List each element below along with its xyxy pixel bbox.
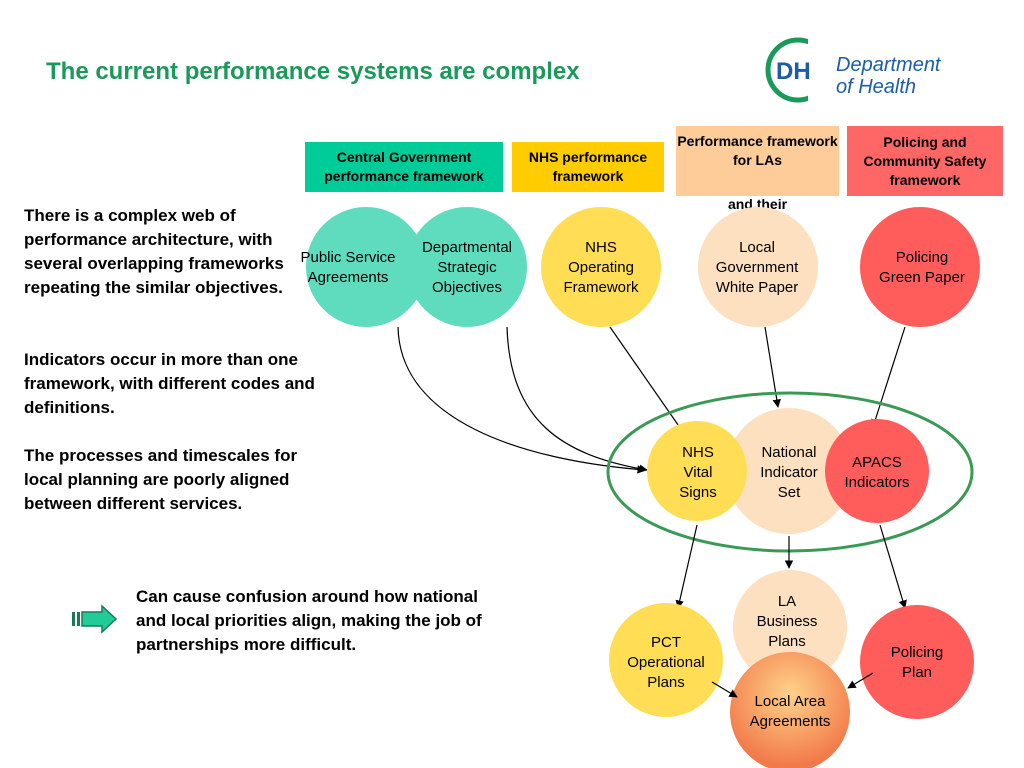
circle-pct-operational-plans (609, 603, 723, 717)
circle-label-line: White Paper (716, 279, 799, 296)
arrow-dso-to-vital-signs (506, 326, 648, 473)
page-title: The current performance systems are comp… (46, 58, 580, 85)
circle-departmental-strategic-objectives (407, 207, 527, 327)
arrow-pct-to-laa (711, 681, 738, 698)
circle-label-line: Plans (768, 633, 806, 650)
logo-wordmark: Department of Health (836, 54, 941, 98)
circle-label-line: Plans (647, 674, 685, 691)
circle-label-line: Operating (568, 259, 634, 276)
circle-label-line: Public Service (300, 249, 395, 266)
circle-label-line: Policing (891, 644, 944, 661)
circle-label-line: Vital (684, 464, 713, 481)
arrow-psa-to-vital-signs (397, 326, 646, 474)
paragraph-processes: The processes and timescales for local p… (24, 446, 298, 513)
paragraph-indicators: Indicators occur in more than one framew… (24, 350, 315, 417)
logo-mark: DH (776, 58, 811, 85)
circle-label-line: Framework (563, 279, 639, 296)
header-central-label: Central Government performance framework (324, 149, 484, 184)
header-policing: Policing and Community Safety framework (847, 126, 1003, 196)
circle-nhs-operating-framework (541, 207, 661, 327)
circle-label-line: Indicators (844, 474, 909, 491)
circle-label-line: Local (739, 239, 775, 256)
indicator-group-ellipse (606, 391, 974, 553)
circle-local-area-agreements (730, 652, 850, 768)
confusion-note: Can cause confusion around how national … (136, 587, 482, 654)
header-local-authorities: Performance framework for LAs (676, 126, 839, 196)
circle-label-line: Objectives (432, 279, 502, 296)
circle-label-line: Strategic (437, 259, 497, 276)
header-policing-label: Policing and Community Safety framework (863, 133, 987, 188)
circle-apacs-indicators (825, 419, 929, 523)
circle-label-line: National (761, 444, 816, 461)
circle-public-service-agreements (306, 207, 426, 327)
circle-label-line: Green Paper (879, 269, 965, 286)
circle-national-indicator-set (726, 408, 852, 534)
department-of-health-logo: DH Department of Health (764, 36, 964, 106)
circle-label-line: APACS (852, 454, 902, 471)
label-apacs: APACS Indicators (844, 454, 909, 491)
right-arrow-icon (72, 604, 118, 634)
circle-label-line: Agreements (308, 269, 389, 286)
header-la-line-2: and their (727, 195, 788, 212)
circle-label-line: Government (716, 259, 799, 276)
arrow-pgp-to-apacs (871, 326, 906, 428)
arrow-nhs-of-to-vital-signs (609, 326, 684, 433)
arrow-policing-plan-to-laa (847, 672, 874, 689)
circle-policing-green-paper (860, 207, 980, 327)
circle-label-line: Plan (902, 664, 932, 681)
circle-label-line: NHS (682, 444, 714, 461)
circle-label-line: PCT (651, 634, 681, 651)
circle-label-line: NHS (585, 239, 617, 256)
logo-line-1: Department (836, 54, 941, 76)
circle-label-line: Departmental (422, 239, 512, 256)
paragraph-complex-web: There is a complex web of performance ar… (24, 206, 284, 297)
header-central-government: Central Government performance framework (305, 142, 503, 192)
dh-logo-icon: DH (765, 36, 834, 106)
arrow-apacs-to-policing-plan (879, 524, 907, 609)
header-nhs: NHS performance framework (512, 142, 664, 192)
circle-label-line: Indicator (760, 464, 818, 481)
circle-label-line: Signs (679, 484, 717, 501)
circle-label-line: LA (778, 593, 796, 610)
header-la-label: Performance framework for LAs (677, 133, 838, 168)
circle-policing-plan (860, 605, 974, 719)
circle-label-line: Local Area (755, 693, 827, 710)
circle-label-line: Set (778, 484, 801, 501)
header-nhs-label: NHS performance framework (528, 149, 648, 184)
circle-local-government-white-paper (698, 207, 818, 327)
circle-la-business-plans (733, 570, 847, 684)
circle-nhs-vital-signs (647, 421, 747, 521)
circle-label-line: Operational (627, 654, 705, 671)
circle-label-line: Agreements (750, 713, 831, 730)
logo-line-2: of Health (836, 76, 917, 98)
arrow-vital-signs-to-pct (675, 524, 698, 609)
circle-label-line: Policing (896, 249, 949, 266)
circle-label-line: Business (757, 613, 818, 630)
